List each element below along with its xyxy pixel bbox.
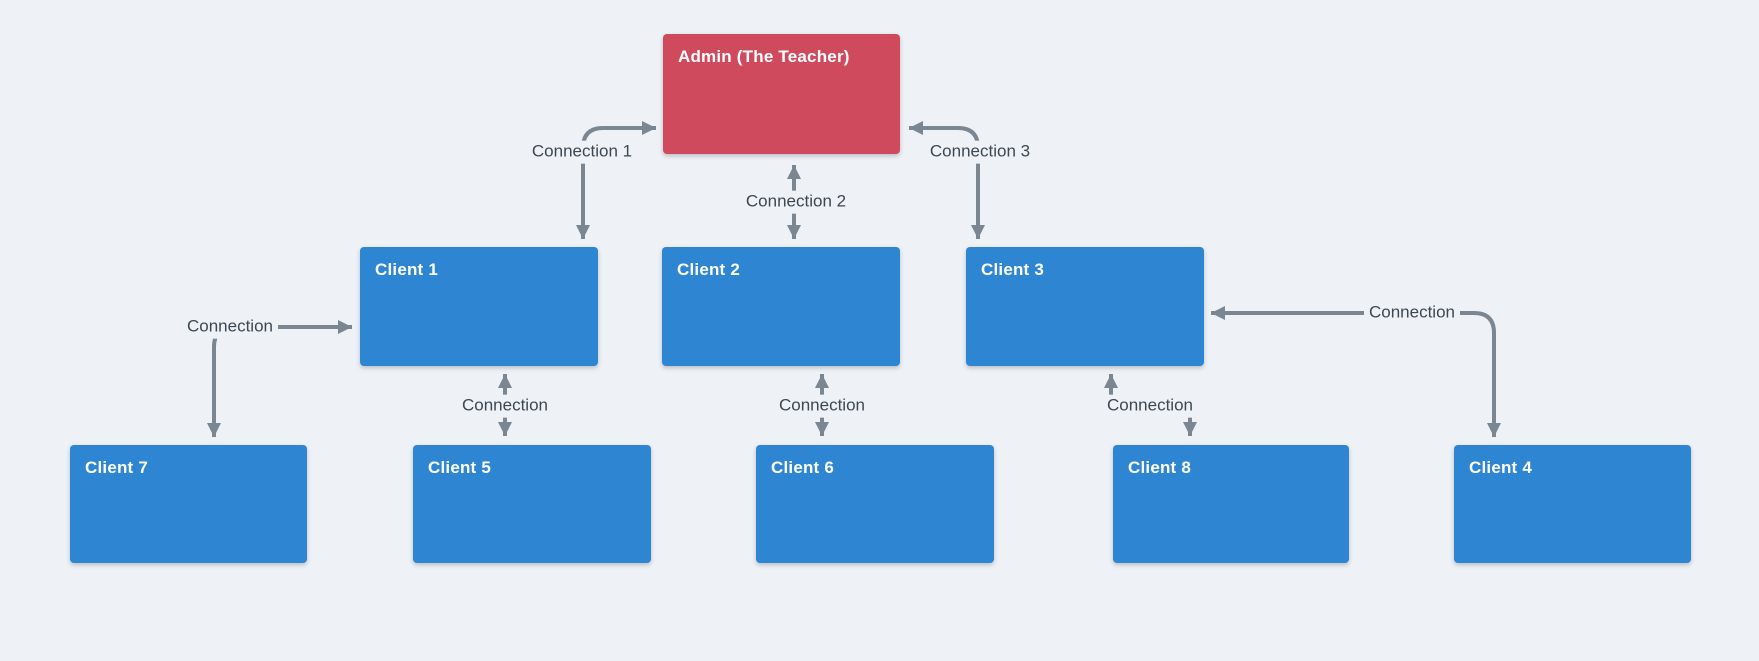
node-client-8: Client 8 (1113, 445, 1349, 563)
node-client-4-label: Client 4 (1469, 458, 1533, 477)
node-admin: Admin (The Teacher) (663, 34, 900, 154)
edge-label-connection-3: Connection 3 (924, 140, 1036, 164)
node-client-1: Client 1 (360, 247, 598, 366)
node-client-7-label: Client 7 (85, 458, 149, 477)
node-client-5-label: Client 5 (428, 458, 492, 477)
connector-client7-client1 (207, 320, 352, 437)
edge-label-connection-client4: Connection (1363, 301, 1461, 325)
node-client-4: Client 4 (1454, 445, 1691, 563)
node-client-8-label: Client 8 (1128, 458, 1192, 477)
edge-label-connection-1: Connection 1 (526, 140, 638, 164)
node-client-2: Client 2 (662, 247, 900, 366)
node-client-2-label: Client 2 (677, 260, 741, 279)
node-client-3-label: Client 3 (981, 260, 1045, 279)
node-client-6: Client 6 (756, 445, 994, 563)
node-client-7: Client 7 (70, 445, 307, 563)
node-client-1-label: Client 1 (375, 260, 439, 279)
edge-label-connection-client8: Connection (1101, 394, 1199, 418)
edge-label-connection-2: Connection 2 (740, 190, 852, 214)
connector-client4-client3 (1211, 306, 1501, 437)
node-admin-label: Admin (The Teacher) (678, 47, 850, 66)
node-client-5: Client 5 (413, 445, 651, 563)
edge-label-connection-client6: Connection (773, 394, 871, 418)
node-client-6-label: Client 6 (771, 458, 835, 477)
node-client-3: Client 3 (966, 247, 1204, 366)
edge-label-connection-client5: Connection (456, 394, 554, 418)
edge-label-connection-client7: Connection (181, 315, 279, 339)
